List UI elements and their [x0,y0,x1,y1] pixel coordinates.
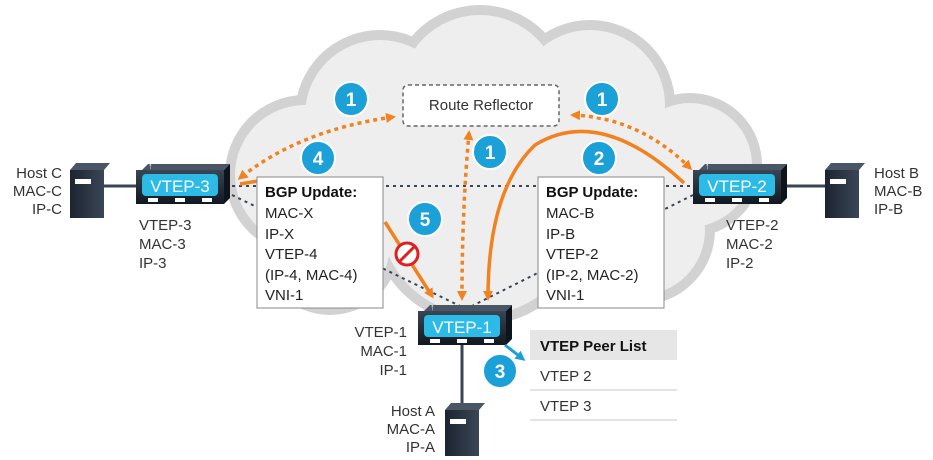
bgp-left-line-4: (IP-4, MAC-4) [265,267,358,284]
step-badge-5: 5 [407,201,443,237]
step-badge-1-center: 1 [472,134,508,170]
host-links [104,184,825,405]
step-badge-1-left: 1 [333,81,369,117]
vtep-2-switch-icon: ↑ [705,161,710,171]
step-badge-1-right: 1 [584,81,620,117]
bgp-left-line-2: IP-X [265,226,294,243]
svg-text:3: 3 [495,362,506,383]
route-reflector-label: Route Reflector [429,97,533,114]
arrow-vtep2-to-vtep1 [483,129,686,301]
svg-text:1: 1 [597,90,608,111]
host-a: Host A MAC-A IP-A [387,403,485,456]
vtep-3-info-ip: IP-3 [139,255,167,272]
step-badge-3: 3 [482,353,518,389]
host-b-name: Host B [874,165,919,182]
svg-text:1: 1 [485,143,496,164]
bgp-right-line-1: MAC-B [546,205,594,222]
vtep-1-switch: ↑ VTEP-1 [418,302,512,345]
host-c-ip: IP-C [32,201,62,218]
peer-list-header: VTEP Peer List [540,338,646,355]
bgp-left-line-1: MAC-X [265,205,313,222]
arrow-vtep1-to-peer-list [504,343,526,361]
bgp-left-title: BGP Update: [265,184,357,201]
bgp-right-line-4: (IP-2, MAC-2) [546,267,639,284]
vtep-1-info-name: VTEP-1 [354,324,407,341]
host-c-name: Host C [16,165,62,182]
bgp-update-left: BGP Update: MAC-X IP-X VTEP-4 (IP-4, MAC… [256,176,384,309]
route-reflector: Route Reflector [402,84,560,127]
arrow-rr-vtep2 [570,110,693,171]
vtep-2-label: VTEP-2 [707,177,767,196]
bgp-left-line-5: VNI-1 [265,287,303,304]
bgp-left-line-3: VTEP-4 [265,246,318,263]
step-badge-4: 4 [300,140,336,176]
host-b: Host B MAC-B IP-B [825,163,922,218]
vtep-3-info: VTEP-3 MAC-3 IP-3 [139,217,192,272]
vtep-3-switch-icon: ↑ [148,161,153,171]
host-c-server-icon [70,170,104,218]
host-a-name: Host A [391,403,435,420]
bgp-update-right: BGP Update: MAC-B IP-B VTEP-2 (IP-2, MAC… [537,176,665,309]
host-b-ip: IP-B [874,201,903,218]
vtep-2-switch: ↑ VTEP-2 [693,161,787,204]
vtep-1-info-ip: IP-1 [379,362,407,379]
blocked-icon [394,241,420,267]
vtep-3-info-name: VTEP-3 [139,217,192,234]
host-a-server-icon [445,410,479,456]
peer-list-item: VTEP 3 [540,398,591,415]
host-b-server-icon [825,170,859,218]
vtep-3-label: VTEP-3 [150,177,210,196]
host-a-mac: MAC-A [387,421,435,438]
host-a-ip: IP-A [406,439,435,456]
svg-text:1: 1 [346,90,357,111]
vtep-1-label: VTEP-1 [432,318,492,337]
vtep-1-switch-icon: ↑ [430,302,435,312]
vtep-2-info-ip: IP-2 [726,255,754,272]
peer-list-item: VTEP 2 [540,368,591,385]
vtep-2-info-mac: MAC-2 [726,236,773,253]
arrow-vtep1-to-vtep3-solid [239,179,259,186]
arrow-rr-vtep1 [457,130,474,301]
vtep-3-switch: ↑ VTEP-3 [136,161,230,204]
host-b-mac: MAC-B [874,183,922,200]
svg-text:5: 5 [420,210,431,231]
vtep-1-info: VTEP-1 MAC-1 IP-1 [354,324,407,379]
vtep-2-info-name: VTEP-2 [726,217,779,234]
bgp-right-line-3: VTEP-2 [546,246,599,263]
vtep-3-info-mac: MAC-3 [139,236,186,253]
svg-text:4: 4 [313,149,324,170]
host-c-mac: MAC-C [13,183,62,200]
svg-text:2: 2 [594,149,605,170]
step-badge-2: 2 [581,140,617,176]
vtep-2-info: VTEP-2 MAC-2 IP-2 [726,217,779,272]
host-c: Host C MAC-C IP-C [13,163,110,218]
bgp-right-line-2: IP-B [546,226,575,243]
bgp-right-title: BGP Update: [546,184,638,201]
bgp-right-line-5: VNI-1 [546,287,584,304]
vtep-1-info-mac: MAC-1 [360,343,407,360]
vtep-peer-list: VTEP Peer List VTEP 2 VTEP 3 [530,330,677,421]
